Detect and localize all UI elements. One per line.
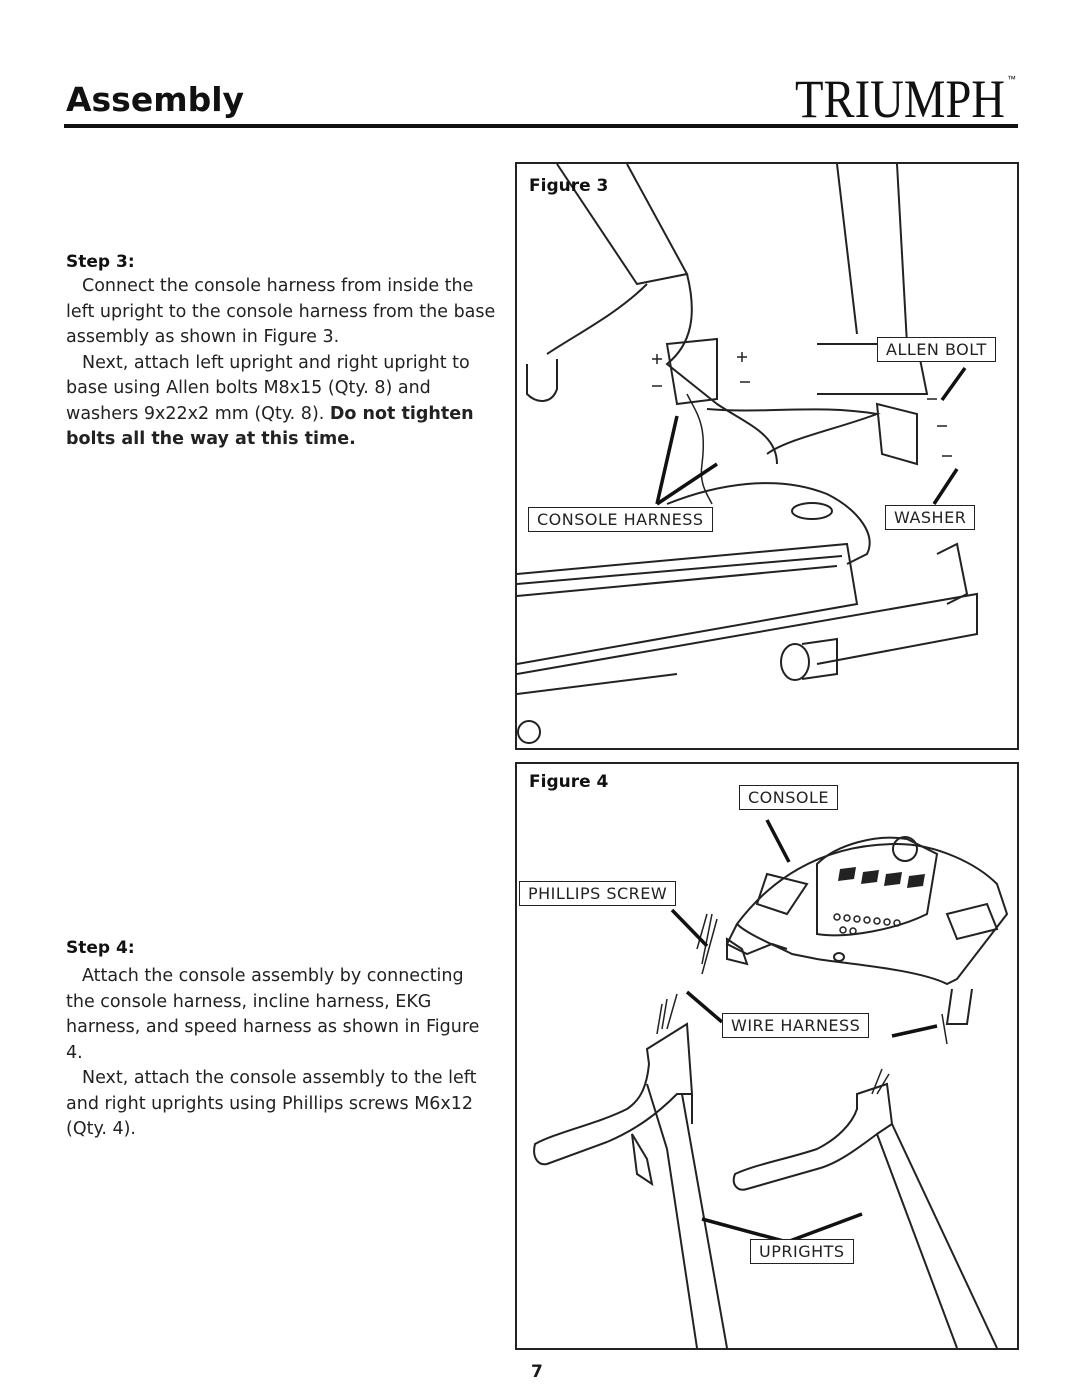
figure-3-illustration [517, 164, 978, 744]
step3-warning: Do not tighten bolts all the way at this… [66, 403, 474, 450]
step3-heading: Step 3: [66, 252, 135, 272]
step3-body: Connect the console harness from inside … [66, 274, 496, 453]
brand-logo: TRIUMPH ™ [795, 69, 1016, 122]
step4-body: Attach the console assembly by connectin… [66, 964, 496, 1143]
step4-paragraph-2: Next, attach the console assembly to the… [66, 1068, 477, 1139]
console-callout: CONSOLE [739, 785, 839, 810]
uprights-callout: UPRIGHTS [750, 1239, 854, 1264]
brand-logo-text: TRIUMPH [795, 69, 1005, 122]
washer-callout: WASHER [885, 505, 976, 530]
console-harness-callout: CONSOLE HARNESS [528, 507, 713, 532]
figure-3-label: Figure 3 [529, 176, 609, 196]
figure-4-illustration [533, 819, 1009, 1348]
wire-harness-callout: WIRE HARNESS [722, 1013, 870, 1038]
step4-paragraph-1: Attach the console assembly by connectin… [66, 966, 480, 1063]
brand-trademark: ™ [1007, 74, 1016, 84]
allen-bolt-callout: ALLEN BOLT [877, 337, 996, 362]
phillips-screw-callout: PHILLIPS SCREW [519, 881, 677, 906]
page-number: 7 [531, 1362, 543, 1382]
step3-paragraph-2-text: Next, attach left upright and right upri… [66, 352, 470, 424]
step4-heading: Step 4: [66, 938, 135, 958]
figure-3: Figure 3 ALLEN BOLT CONSOLE HARNESS WASH… [515, 162, 1019, 750]
step3-paragraph-1: Connect the console harness from inside … [66, 276, 496, 347]
figure-4: Figure 4 CONSOLE PHILLIPS SCREW WIRE HAR… [515, 762, 1019, 1350]
step3-paragraph-2: Next, attach left upright and right upri… [66, 351, 496, 453]
page-title: Assembly [66, 80, 245, 119]
header-divider [64, 124, 1018, 128]
figure-4-label: Figure 4 [529, 772, 609, 792]
